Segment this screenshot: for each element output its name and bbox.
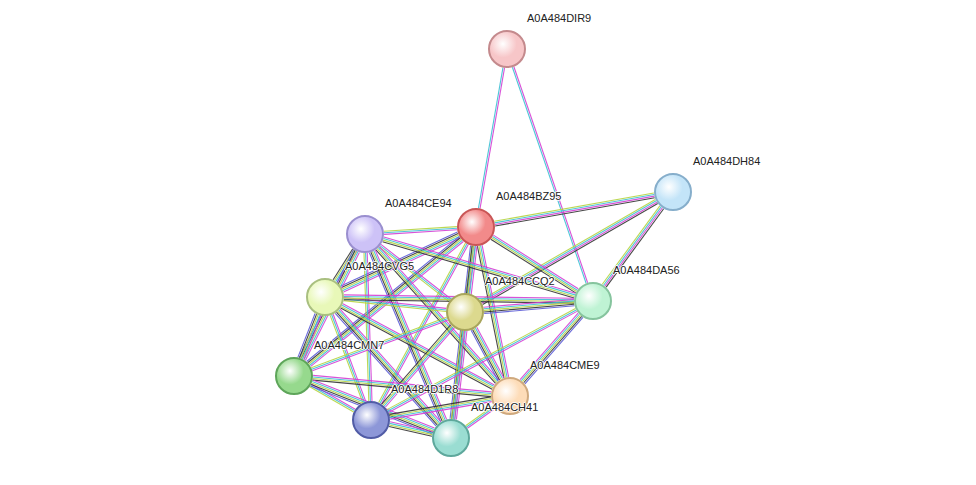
node-label: A0A484CH41 [471, 401, 538, 413]
edge-strand [524, 316, 582, 382]
node-label: A0A484CE94 [385, 197, 452, 209]
edge-strand [389, 425, 432, 435]
node-label: A0A484CVG5 [345, 260, 414, 272]
edge-strand [299, 314, 316, 358]
node-label: A0A484DA56 [613, 264, 680, 276]
edge-strand [480, 68, 504, 209]
protein-node: A0A484DH84 [654, 173, 692, 211]
edge-strand [525, 317, 583, 383]
edge-strand [481, 201, 656, 302]
interaction-edge [478, 68, 504, 209]
interaction-edge [311, 317, 448, 371]
edge-strand [389, 427, 432, 437]
protein-node: A0A484CMN7 [275, 357, 313, 395]
edge-strand [298, 314, 315, 358]
edge-strand [480, 199, 655, 300]
protein-node: A0A484BZ95 [457, 208, 495, 246]
node-label: A0A484CMN7 [314, 339, 384, 351]
interaction-edge [384, 227, 457, 235]
edge-strand [304, 316, 321, 360]
interaction-edge [364, 253, 372, 401]
interaction-edge [389, 422, 433, 436]
protein-node: A0A484CE94 [346, 215, 384, 253]
interaction-edge [471, 327, 504, 381]
node-label: A0A484CCQ2 [485, 275, 555, 287]
edge-strand [336, 312, 437, 425]
interaction-edge [484, 299, 575, 313]
edge-strand [312, 319, 447, 370]
protein-node: A0A484DIR9 [488, 30, 526, 68]
protein-node: A0A484CCQ2 [446, 293, 484, 331]
protein-node: A0A484D1R8 [352, 401, 390, 439]
edge-strand [340, 309, 441, 422]
interaction-edge [480, 199, 657, 304]
edge-strand [364, 253, 369, 401]
node-label: A0A484BZ95 [496, 190, 561, 202]
edge-strand [482, 202, 657, 303]
node-label: A0A484DIR9 [527, 12, 591, 24]
edge-strand [478, 68, 502, 209]
node-label: A0A484D1R8 [391, 383, 458, 395]
edge-strand [302, 315, 319, 359]
protein-node: A0A484CH41 [432, 419, 470, 457]
edge-strand [344, 301, 446, 312]
node-label: A0A484DH84 [693, 155, 760, 167]
edge-strand [384, 227, 457, 232]
edge-strand [312, 320, 447, 371]
protein-node: A0A484CVG5 [306, 278, 344, 316]
edge-strand [484, 304, 574, 312]
edge-strand [301, 315, 318, 359]
edge-strand [371, 252, 442, 421]
edge-strand [484, 306, 574, 314]
protein-node: A0A484DA56 [574, 282, 612, 320]
edge-strand [483, 204, 658, 305]
interaction-edge [369, 250, 446, 421]
node-label: A0A484CME9 [530, 359, 600, 371]
interaction-edge [298, 314, 321, 360]
